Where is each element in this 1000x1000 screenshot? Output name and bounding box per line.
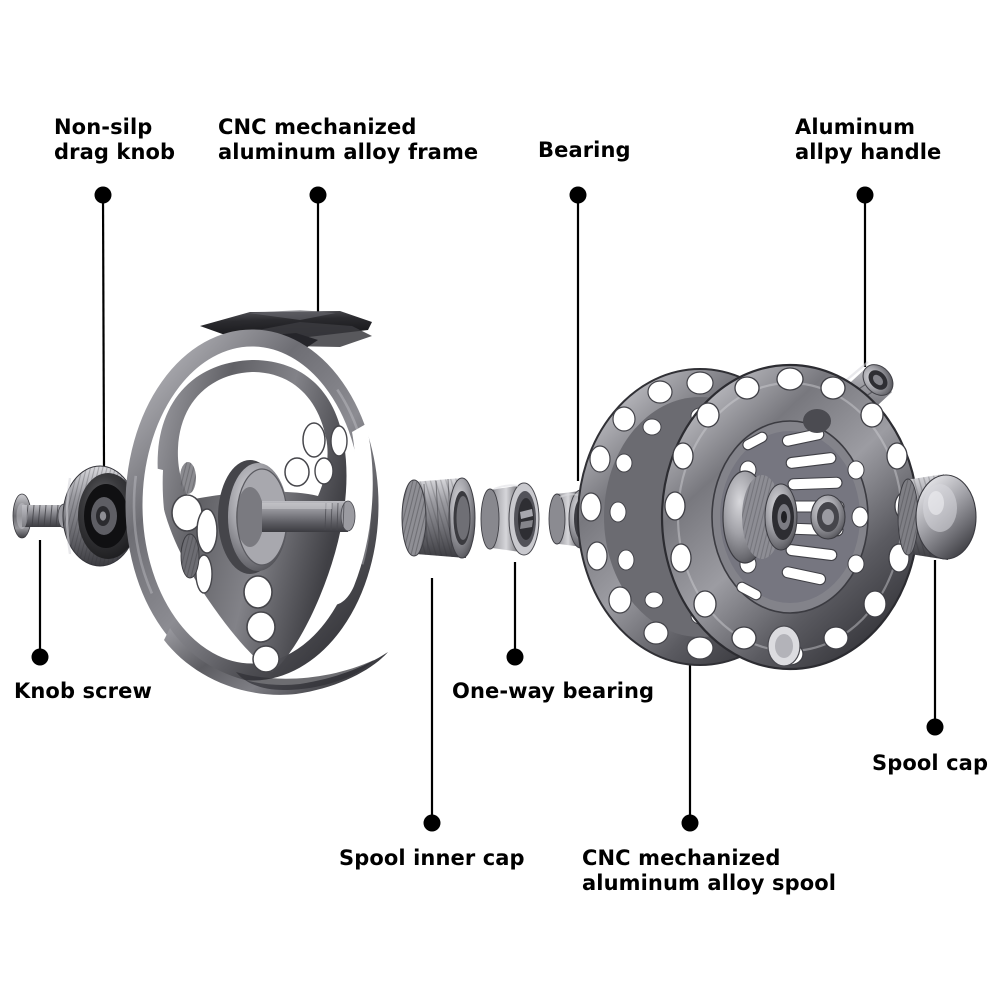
part-spool-cap [897,474,977,560]
leader-dot-spool-cap [926,718,944,736]
callout-label-cnc-aluminum-alloy-spool: CNC mechanized aluminum alloy spool [582,846,837,895]
leader-dot-one-way-bearing [506,648,524,666]
leader-dot-frame [309,186,327,204]
callout-label-bearing: Bearing [538,138,631,162]
callout-label-spool-inner-cap: Spool inner cap [339,846,525,870]
part-reel-frame [125,310,388,695]
callout-label-knob-screw: Knob screw [14,679,152,703]
callout-leader-lines [31,186,944,832]
callout-label-non-slip-drag-knob: Non-silp drag knob [54,115,176,164]
leader-line-drag-knob [101,194,106,467]
part-spool-inner-cap [401,477,476,559]
part-one-way-bearing [480,482,540,556]
spool-hub [722,470,846,564]
callout-label-spool-cap: Spool cap [872,751,989,775]
leader-dot-drag-knob [94,186,112,204]
leader-dot-spool-inner-cap [423,814,441,832]
part-drag-knob [62,465,138,567]
callout-label-aluminum-alloy-handle: Aluminum allpy handle [795,115,942,164]
part-knob-screw [12,493,71,539]
frame-hub [218,460,356,574]
leader-dot-knob-screw [31,648,49,666]
part-reel-spool [577,363,920,671]
leader-dot-bearing [569,186,587,204]
leader-dot-handle [856,186,874,204]
callout-label-one-way-bearing: One-way bearing [452,679,655,703]
leader-dot-spool [681,814,699,832]
frame-cutout-holes [171,422,348,673]
callout-label-cnc-aluminum-alloy-frame: CNC mechanized aluminum alloy frame [218,115,479,164]
